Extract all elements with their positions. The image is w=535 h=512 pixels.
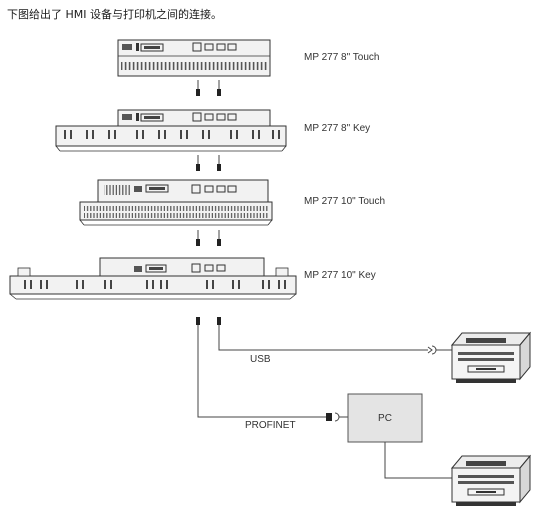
printer-icon [450, 454, 532, 506]
profinet-plug [196, 317, 200, 325]
usb-cable [218, 325, 428, 351]
mp277-10-key-device [9, 257, 297, 300]
connector-plug [195, 79, 201, 97]
connector-plug [216, 154, 222, 172]
usb-plug [217, 317, 221, 325]
pc-box [347, 393, 423, 443]
pc-label: PC [378, 412, 392, 424]
mp277-8-key-device [55, 109, 287, 152]
usb-label: USB [250, 354, 271, 365]
mp277-10-touch-device [79, 179, 273, 226]
profinet-cable [197, 325, 330, 418]
profinet-connector [334, 412, 340, 422]
device-label: MP 277 10" Key [304, 270, 376, 281]
connector-plug [216, 79, 222, 97]
connector-plug [195, 154, 201, 172]
device-label: MP 277 8" Key [304, 123, 371, 134]
profinet-label: PROFINET [245, 420, 296, 431]
connector-plug [195, 229, 201, 247]
usb-connector [427, 345, 437, 355]
printer-icon [450, 331, 532, 383]
intro-text: 下图给出了 HMI 设备与打印机之间的连接。 [7, 8, 222, 21]
device-label: MP 277 10" Touch [304, 196, 386, 207]
pc-printer-cable [384, 442, 452, 479]
connector-plug [216, 229, 222, 247]
device-label: MP 277 8" Touch [304, 52, 380, 63]
mp277-8-touch-device [117, 39, 271, 77]
